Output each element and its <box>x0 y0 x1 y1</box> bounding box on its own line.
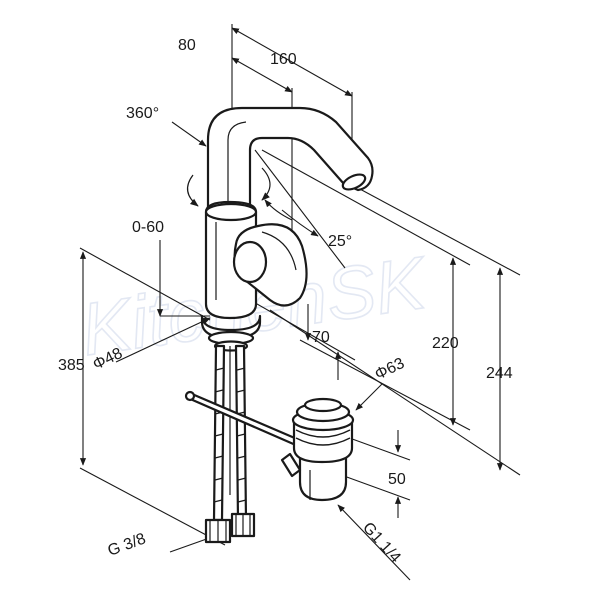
faucet-body <box>200 106 374 544</box>
label-220: 220 <box>432 335 459 352</box>
label-244: 244 <box>486 365 513 382</box>
label-70: 70 <box>312 329 330 346</box>
pop-up-waste <box>184 390 355 502</box>
label-385: 385 <box>58 357 85 374</box>
label-160: 160 <box>270 51 297 68</box>
label-hose-thread: G 3/8 <box>106 530 149 559</box>
label-lever-range: 0-60 <box>132 219 164 236</box>
dimension-lines <box>79 24 521 581</box>
label-50: 50 <box>388 471 406 488</box>
label-waste-thread: G1 1/4 <box>359 519 404 566</box>
label-waste-diameter: Φ63 <box>372 355 407 384</box>
label-rotation: 360° <box>126 105 159 122</box>
label-angle: 25° <box>328 233 352 250</box>
label-80: 80 <box>178 37 196 54</box>
